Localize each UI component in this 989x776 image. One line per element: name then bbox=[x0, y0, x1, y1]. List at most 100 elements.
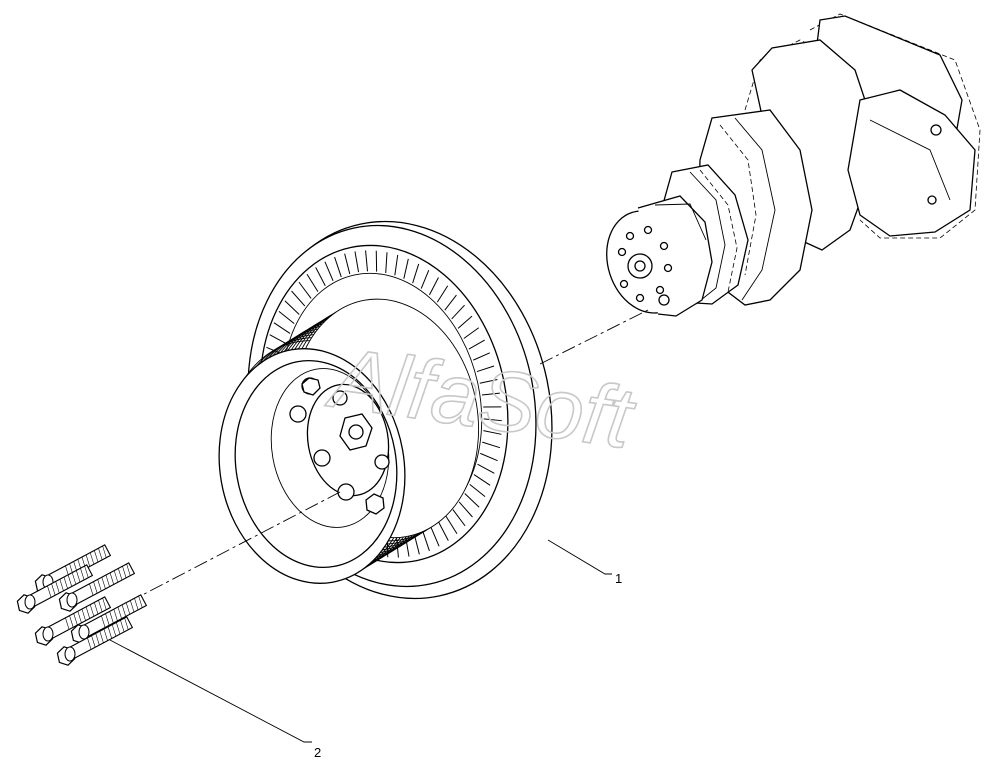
bolt bbox=[34, 596, 112, 646]
tone-wheel-tooth bbox=[451, 304, 465, 320]
bolt-thread bbox=[101, 577, 106, 589]
tone-wheel-tooth bbox=[422, 530, 430, 552]
tone-wheel-tooth bbox=[473, 352, 491, 361]
bolt-thread bbox=[105, 574, 110, 587]
leader-line-1 bbox=[547, 539, 612, 575]
bolt-thread bbox=[97, 579, 102, 592]
leader-line-2 bbox=[109, 639, 312, 743]
bolt-thread bbox=[89, 552, 95, 565]
bolt-washer-face bbox=[78, 624, 90, 640]
tone-wheel-tooth bbox=[334, 256, 342, 278]
assembly-centerline bbox=[539, 309, 649, 365]
bolt-thread bbox=[134, 598, 139, 610]
bolt-thread bbox=[101, 615, 106, 628]
tone-wheel-tooth bbox=[469, 483, 486, 498]
tone-wheel-tooth bbox=[344, 253, 351, 275]
tone-wheel-tooth bbox=[365, 250, 369, 272]
bolt-thread bbox=[130, 600, 135, 613]
bolt bbox=[16, 564, 94, 614]
bolt-thread bbox=[107, 626, 113, 639]
damper-bolts bbox=[16, 544, 148, 666]
bolt-thread bbox=[95, 633, 100, 646]
tone-wheel-tooth bbox=[452, 509, 466, 527]
tone-wheel-tooth bbox=[269, 334, 287, 345]
tone-wheel-tooth bbox=[457, 315, 473, 329]
bolt-thread bbox=[102, 598, 107, 610]
bolt-thread bbox=[105, 613, 110, 626]
bolt-washer-face bbox=[64, 646, 76, 662]
bolt-thread bbox=[113, 609, 118, 621]
bolt-thread bbox=[63, 576, 68, 589]
tone-wheel-tooth bbox=[429, 277, 439, 296]
bolt-thread bbox=[111, 624, 117, 637]
callout-2: 2 bbox=[314, 745, 321, 760]
bolt-thread bbox=[77, 611, 82, 623]
tone-wheel-tooth bbox=[479, 378, 498, 384]
tone-wheel-tooth bbox=[468, 339, 485, 350]
bolt-thread bbox=[118, 568, 123, 581]
bolt-thread bbox=[109, 572, 115, 585]
bolt-thread bbox=[121, 604, 127, 617]
tone-wheel-tooth bbox=[483, 430, 502, 435]
bolt bbox=[70, 594, 148, 644]
tone-wheel-tooth bbox=[481, 392, 500, 396]
tone-wheel-tooth bbox=[463, 327, 480, 339]
bolt-thread bbox=[69, 615, 74, 628]
bolt-thread bbox=[67, 574, 73, 587]
bolt-thread bbox=[98, 548, 103, 560]
tone-wheel-tooth bbox=[438, 522, 449, 541]
bolt-washer-face bbox=[42, 626, 54, 642]
tone-wheel-tooth bbox=[284, 300, 300, 315]
tone-wheel-tooth bbox=[278, 310, 295, 325]
bolt bbox=[58, 562, 136, 612]
tone-wheel-tooth bbox=[394, 254, 399, 276]
bolt-thread bbox=[99, 631, 104, 643]
assembly-centerline-front bbox=[124, 491, 341, 605]
bolt-thread bbox=[51, 583, 56, 596]
bolt-thread bbox=[93, 581, 98, 594]
tone-wheel-tooth bbox=[482, 441, 501, 449]
bolt bbox=[56, 616, 134, 666]
mounting-holes bbox=[289, 377, 390, 515]
bolt-thread bbox=[102, 546, 107, 558]
bolt-thread bbox=[84, 566, 89, 578]
bolt-thread bbox=[109, 611, 114, 624]
tone-wheel-tooth bbox=[315, 267, 326, 286]
bolt-thread bbox=[85, 554, 91, 567]
bolt-thread bbox=[116, 622, 121, 635]
tone-wheel-tooth bbox=[445, 516, 458, 535]
tone-wheel-tooth bbox=[385, 252, 388, 273]
bolt-thread bbox=[122, 566, 127, 578]
bolt-thread bbox=[65, 617, 70, 630]
bolt-thread bbox=[89, 604, 95, 617]
tone-wheel-tooth bbox=[291, 290, 306, 307]
bolt-thread bbox=[98, 600, 103, 612]
bolt-thread bbox=[55, 581, 60, 594]
crankshaft-assembly bbox=[606, 13, 981, 317]
bolt-washer-face bbox=[24, 594, 36, 610]
bolt-thread bbox=[76, 570, 81, 583]
tone-wheel-tooth bbox=[477, 463, 495, 474]
bolt-thread bbox=[59, 579, 64, 591]
bolt-thread bbox=[73, 613, 78, 626]
bolt-thread bbox=[94, 550, 99, 563]
tone-wheel-tooth bbox=[464, 493, 480, 508]
bolt-thread bbox=[124, 618, 129, 630]
tone-wheel-tooth bbox=[324, 261, 334, 282]
tone-wheel-tooth bbox=[298, 281, 312, 299]
bolt-thread bbox=[71, 572, 77, 585]
bolt-thread bbox=[126, 564, 131, 576]
bolt-thread bbox=[47, 585, 52, 598]
vibration-damper-pulley bbox=[218, 220, 553, 600]
callout-1: 1 bbox=[615, 571, 622, 586]
tone-wheel-tooth bbox=[480, 452, 498, 462]
tone-wheel-tooth bbox=[420, 269, 430, 289]
bolt-thread bbox=[120, 620, 125, 632]
bolt-washer-face bbox=[66, 592, 78, 608]
tone-wheel-tooth bbox=[430, 526, 440, 547]
bolt-thread bbox=[81, 608, 86, 621]
tone-wheel-tooth bbox=[483, 418, 502, 422]
bolt-thread bbox=[85, 606, 91, 619]
bolt-thread bbox=[117, 606, 122, 619]
